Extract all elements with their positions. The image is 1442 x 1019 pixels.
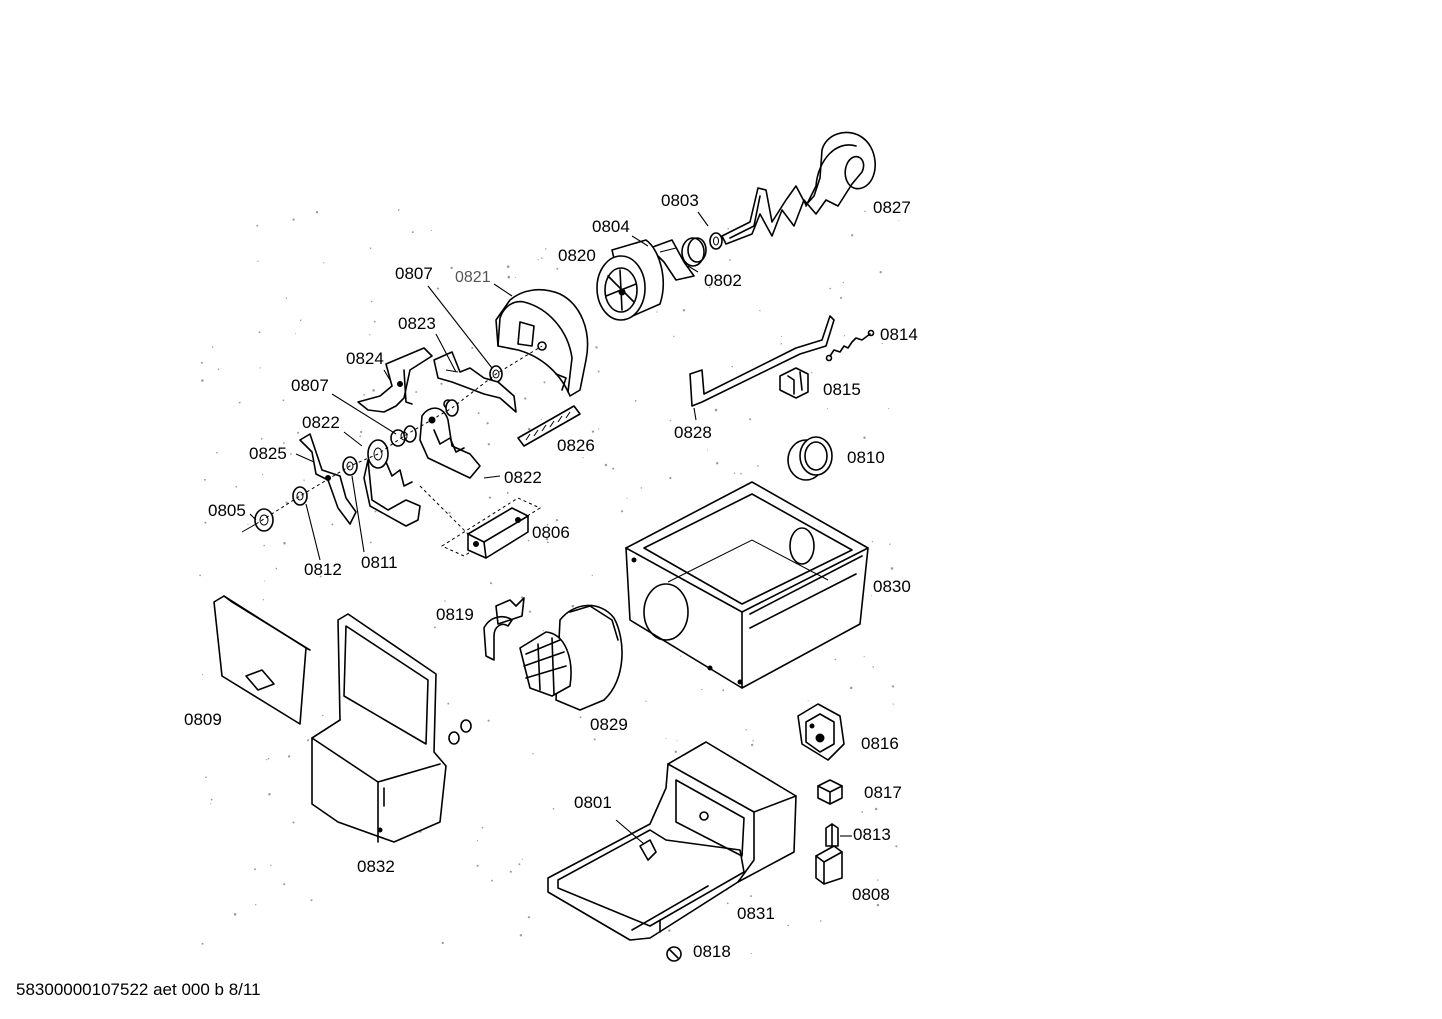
callout-0805: 0805 [208, 501, 246, 520]
document-id: 58300000107522 aet 000 b 8/11 [16, 980, 261, 999]
callout-0808: 0808 [852, 885, 890, 904]
callout-0803: 0803 [661, 191, 699, 210]
callout-0802: 0802 [704, 271, 742, 290]
callout-0807-lower: 0807 [291, 376, 329, 395]
part-0808-valve-body [815, 845, 843, 885]
callout-0819: 0819 [436, 605, 474, 624]
callout-0822-left: 0822 [302, 413, 340, 432]
callout-0832: 0832 [357, 857, 395, 876]
part-0831-base-tray [547, 741, 797, 941]
part-0806-motor [419, 485, 542, 559]
part-0809-panel [213, 595, 311, 725]
callout-0823: 0823 [398, 314, 436, 333]
callout-0816: 0816 [861, 734, 899, 753]
part-0817-switch [817, 779, 843, 805]
callout-0809: 0809 [184, 710, 222, 729]
callout-0818: 0818 [693, 942, 731, 961]
callout-0814: 0814 [880, 325, 918, 344]
part-0807-gear-lower [390, 425, 417, 447]
callout-0804: 0804 [592, 217, 630, 236]
part-0826-spring [517, 405, 581, 447]
part-0802-ring [681, 237, 707, 267]
callout-0806: 0806 [532, 523, 570, 542]
part-0827-heater-coil [721, 131, 876, 245]
callout-0813: 0813 [853, 825, 891, 844]
part-0814-spring [825, 329, 875, 362]
shaft-axis [255, 345, 543, 525]
callout-0810: 0810 [847, 448, 885, 467]
callout-0831: 0831 [737, 904, 775, 923]
part-0829-fan-assembly [519, 604, 623, 711]
part-0819-clip [483, 597, 525, 661]
part-0822-gear-disc [363, 439, 421, 527]
part-0832-bin [311, 613, 447, 843]
callout-0820: 0820 [558, 246, 596, 265]
part-screws [448, 719, 472, 745]
callout-labels: 0827 0803 0804 0820 0802 0807 0821 0823 … [184, 191, 918, 961]
part-0812-washer [292, 486, 308, 506]
part-0822-cam-plate [419, 399, 481, 479]
callout-0812: 0812 [304, 560, 342, 579]
leader-lines [249, 211, 852, 845]
callout-0811: 0811 [361, 553, 398, 572]
callout-0828: 0828 [674, 423, 712, 442]
part-0816-switch [797, 703, 845, 761]
callout-0825: 0825 [249, 444, 287, 463]
part-0803-washer [709, 232, 723, 250]
callout-0827: 0827 [873, 198, 911, 217]
callout-0821: 0821 [455, 269, 491, 286]
callout-0807-upper: 0807 [395, 264, 433, 283]
callout-0822-right: 0822 [504, 468, 542, 487]
part-0815-clip [779, 367, 809, 399]
part-0828-rod [689, 315, 835, 407]
part-0830-housing [625, 481, 869, 689]
part-0823-crank-plate [433, 351, 517, 413]
part-0813-valve [825, 823, 839, 847]
part-0824-bracket [357, 347, 433, 413]
part-0805-nut [241, 508, 274, 533]
part-0821-fan-housing [495, 288, 589, 397]
callout-0801: 0801 [574, 793, 612, 812]
callout-0824: 0824 [346, 349, 384, 368]
callout-0826: 0826 [557, 436, 595, 455]
part-0818-screw [666, 946, 682, 962]
callout-0830: 0830 [873, 577, 911, 596]
part-0804-plate [649, 239, 695, 281]
callout-0815: 0815 [823, 380, 861, 399]
part-0810-ring [787, 436, 833, 481]
callout-0817: 0817 [864, 783, 902, 802]
part-0820-impeller [596, 239, 664, 321]
callout-0829: 0829 [590, 715, 628, 734]
